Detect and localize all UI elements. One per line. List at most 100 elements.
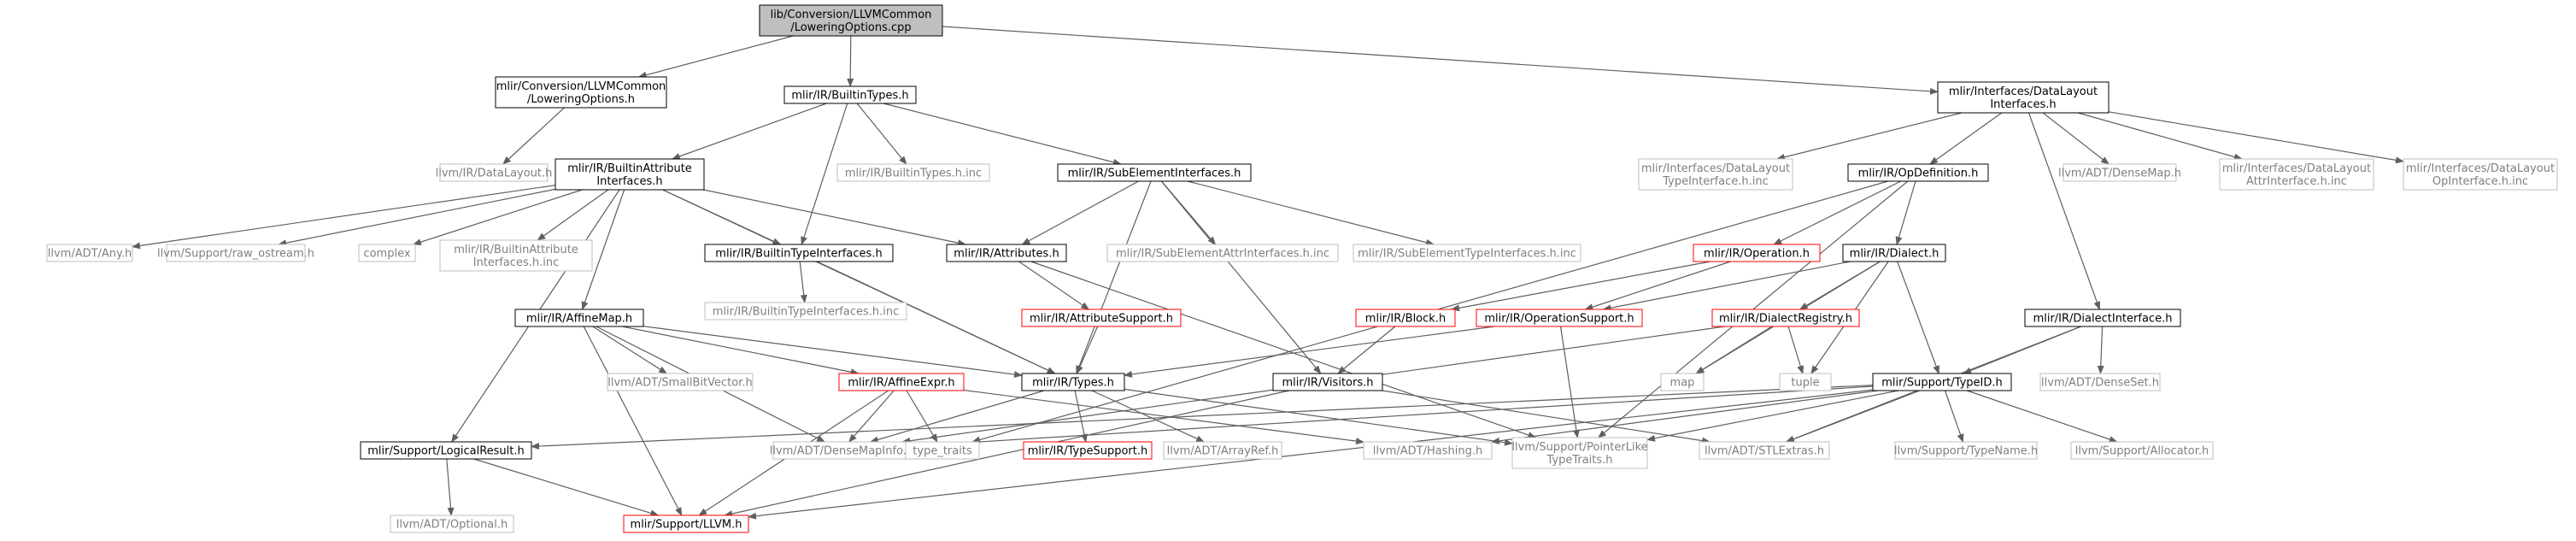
node-label: Interfaces.h xyxy=(596,175,662,188)
node-llvm-h[interactable]: mlir/Support/LLVM.h xyxy=(623,515,749,533)
node-visitors-h[interactable]: mlir/IR/Visitors.h xyxy=(1272,373,1383,391)
node-subelemattriface-inc: mlir/IR/SubElementAttrInterfaces.h.inc xyxy=(1106,244,1339,262)
node-label: mlir/Support/TypeID.h xyxy=(1881,377,2002,390)
node-block-h[interactable]: mlir/IR/Block.h xyxy=(1355,309,1456,327)
node-subelemtypeiface-inc: mlir/IR/SubElementTypeInterfaces.h.inc xyxy=(1353,244,1581,262)
node-label: mlir/IR/OpDefinition.h xyxy=(1858,168,1979,180)
node-label: llvm/ADT/Hashing.h xyxy=(1373,445,1482,458)
node-builtintypeiface-inc: mlir/IR/BuiltinTypeInterfaces.h.inc xyxy=(704,302,907,320)
node-llvm-datalayout: llvm/IR/DataLayout.h xyxy=(436,163,552,182)
node-dialect-h[interactable]: mlir/IR/Dialect.h xyxy=(1842,244,1946,262)
node-dialectiface-h[interactable]: mlir/IR/DialectInterface.h xyxy=(2024,309,2181,327)
node-attrsupport-h[interactable]: mlir/IR/AttributeSupport.h xyxy=(1021,309,1182,327)
node-types-h[interactable]: mlir/IR/Types.h xyxy=(1021,373,1125,391)
node-typesupport-h[interactable]: mlir/IR/TypeSupport.h xyxy=(1023,441,1153,460)
edge-dialectiface_h-to-denseset_h xyxy=(2097,326,2104,374)
node-denseset-h: llvm/ADT/DenseSet.h xyxy=(2039,373,2161,391)
edge-subelemiface_h-to-attributes_h xyxy=(1021,180,1139,245)
node-label: mlir/IR/SubElementAttrInterfaces.h.inc xyxy=(1116,248,1329,261)
node-label: mlir/Interfaces/DataLayout xyxy=(1949,85,2098,98)
edge-attributes_h-to-attrsupport_h xyxy=(1018,261,1090,310)
node-label: llvm/ADT/STLExtras.h xyxy=(1705,445,1824,458)
edge-attrsupport_h-to-types_h xyxy=(1076,326,1099,374)
node-any-h: llvm/ADT/Any.h xyxy=(46,244,133,262)
edge-builtintypeiface_h-to-builtintypeiface_inc xyxy=(799,261,807,303)
edge-affineexpr_h-to-type_traits xyxy=(906,390,938,443)
node-label: mlir/IR/BuiltinAttribute xyxy=(454,244,578,256)
node-builtintypes-inc: mlir/IR/BuiltinTypes.h.inc xyxy=(836,163,990,182)
node-stlextras-h: llvm/ADT/STLExtras.h xyxy=(1699,441,1830,460)
node-box xyxy=(390,515,514,533)
node-box xyxy=(1353,244,1581,262)
node-allocator-h: llvm/Support/Allocator.h xyxy=(2070,441,2214,460)
node-box xyxy=(46,244,133,262)
node-label: llvm/Support/TypeName.h xyxy=(1894,445,2038,458)
edge-root-to-builtintypes_h xyxy=(847,35,854,87)
edge-typeid_h-to-stlextras_h xyxy=(1786,390,1921,443)
node-box xyxy=(2039,373,2161,391)
node-builtintypes-h[interactable]: mlir/IR/BuiltinTypes.h xyxy=(783,85,917,104)
node-hashing-h: llvm/ADT/Hashing.h xyxy=(1363,441,1493,460)
edge-datalayoutiface_h-to-dialectiface_h xyxy=(2027,112,2101,310)
node-label: OpInterface.h.inc xyxy=(2432,175,2528,188)
node-label: mlir/IR/AttributeSupport.h xyxy=(1030,313,1173,326)
edge-typeid_h-to-pointerlike_h xyxy=(1646,390,1899,442)
edge-opsupport_h-to-pointerlike_h xyxy=(1559,326,1580,438)
edge-affineexpr_h-to-densemapinfo_h xyxy=(848,390,895,443)
node-box xyxy=(2403,158,2558,191)
node-smallbitvector-h: llvm/ADT/SmallBitVector.h xyxy=(607,373,754,391)
edge-builtinattriface_h-to-attributes_h xyxy=(703,189,967,247)
node-label: llvm/ADT/SmallBitVector.h xyxy=(607,377,753,390)
edge-builtinattriface_h-to-complex xyxy=(412,189,583,246)
node-box xyxy=(439,239,593,272)
node-typeid-h[interactable]: mlir/Support/TypeID.h xyxy=(1872,373,2012,391)
node-label: mlir/IR/AffineExpr.h xyxy=(848,377,954,390)
node-label: mlir/Interfaces/DataLayout xyxy=(2406,162,2555,175)
node-label: mlir/Interfaces/DataLayout xyxy=(1641,162,1790,175)
node-typename-h: llvm/Support/TypeName.h xyxy=(1894,441,2038,460)
edge-root-to-datalayoutiface_h xyxy=(942,26,1939,95)
node-dl-typeiface-inc: mlir/Interfaces/DataLayoutTypeInterface.… xyxy=(1638,158,1793,191)
node-dialectregistry-h[interactable]: mlir/IR/DialectRegistry.h xyxy=(1711,309,1860,327)
node-lowopt-h[interactable]: mlir/Conversion/LLVMCommon/LoweringOptio… xyxy=(495,76,667,109)
node-affineexpr-h[interactable]: mlir/IR/AffineExpr.h xyxy=(838,373,965,391)
node-affinemap-h[interactable]: mlir/IR/AffineMap.h xyxy=(514,309,644,327)
edge-logicalresult_h-to-llvm_h xyxy=(473,458,660,517)
node-label: mlir/Interfaces/DataLayout xyxy=(2222,162,2371,175)
node-box xyxy=(1711,309,1860,327)
node-subelemiface-h[interactable]: mlir/IR/SubElementInterfaces.h xyxy=(1057,163,1252,182)
node-root[interactable]: lib/Conversion/LLVMCommon/LoweringOption… xyxy=(759,4,943,37)
node-operation-h[interactable]: mlir/IR/Operation.h xyxy=(1693,244,1821,262)
edge-builtintypes_h-to-builtintypeiface_h xyxy=(801,103,848,245)
node-label: AttrInterface.h.inc xyxy=(2246,175,2347,188)
node-label: mlir/Support/LLVM.h xyxy=(631,519,742,532)
node-opsupport-h[interactable]: mlir/IR/OperationSupport.h xyxy=(1476,309,1643,327)
node-logicalresult-h[interactable]: mlir/Support/LogicalResult.h xyxy=(360,441,532,460)
node-densemap-h: llvm/ADT/DenseMap.h xyxy=(2058,163,2181,182)
node-box xyxy=(2063,163,2177,182)
node-builtintypeiface-h[interactable]: mlir/IR/BuiltinTypeInterfaces.h xyxy=(704,244,894,262)
edge-operation_h-to-block_h xyxy=(1451,261,1711,312)
node-opdefinition-h[interactable]: mlir/IR/OpDefinition.h xyxy=(1847,163,1989,182)
node-label: mlir/IR/Block.h xyxy=(1365,313,1446,326)
node-arrayref-h: llvm/ADT/ArrayRef.h xyxy=(1163,441,1282,460)
edge-typeid_h-to-densemapinfo_h xyxy=(909,385,1874,450)
node-label: mlir/IR/Attributes.h xyxy=(954,248,1059,261)
node-attributes-h[interactable]: mlir/IR/Attributes.h xyxy=(946,244,1067,262)
node-box xyxy=(838,373,965,391)
node-box xyxy=(1163,441,1282,460)
edge-operation_h-to-opsupport_h xyxy=(1584,261,1731,310)
node-box xyxy=(1894,441,2038,460)
node-label: /LoweringOptions.h xyxy=(527,93,635,106)
edge-visitors_h-to-stlextras_h xyxy=(1382,390,1711,444)
node-map: map xyxy=(1660,373,1705,391)
node-box xyxy=(1106,244,1339,262)
edge-subelemiface_h-to-subelemtypeiface_inc xyxy=(1187,180,1435,246)
node-label: mlir/IR/Operation.h xyxy=(1704,248,1810,261)
edge-types_h-to-densemapinfo_h xyxy=(869,390,1045,444)
node-label: complex xyxy=(363,248,410,261)
